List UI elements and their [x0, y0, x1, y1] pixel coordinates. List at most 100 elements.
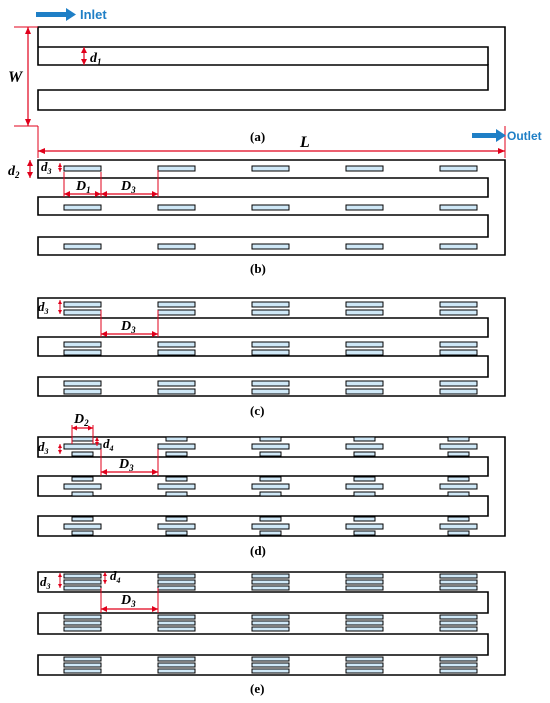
rib: [157, 579, 196, 585]
rib: [251, 243, 290, 250]
rib: [63, 341, 102, 348]
caption-a: (a): [250, 129, 265, 144]
rib: [353, 436, 376, 442]
d3-symbol-b: d: [41, 159, 48, 174]
rib: [165, 530, 188, 536]
rib: [439, 483, 478, 490]
D2-symbol: D: [73, 412, 84, 427]
rib: [157, 341, 196, 348]
rib: [165, 436, 188, 442]
rib: [157, 204, 196, 211]
rib: [71, 491, 94, 497]
rib: [251, 585, 290, 591]
rib: [165, 491, 188, 497]
rib: [259, 436, 282, 442]
ribs-d: [63, 436, 478, 536]
rib: [157, 523, 196, 530]
rib: [157, 309, 196, 316]
d3-symbol-d: d: [38, 439, 45, 454]
outlet-label: Outlet: [507, 129, 542, 143]
svg-text:D3: D3: [118, 457, 134, 473]
rib: [157, 626, 196, 632]
rib: [251, 662, 290, 668]
caption-c: (c): [250, 403, 264, 418]
d3-subscript-e: 3: [46, 582, 51, 591]
panel-d: D2 d3 d4 D3: [37, 412, 506, 558]
rib: [345, 388, 384, 395]
rib: [63, 204, 102, 211]
d3-symbol-e: d: [40, 574, 47, 589]
rib: [439, 243, 478, 250]
rib: [157, 656, 196, 662]
rib: [345, 349, 384, 356]
rib: [447, 516, 470, 522]
D1-symbol: D: [75, 179, 86, 194]
svg-text:d4: d4: [110, 568, 121, 585]
l-label: L: [299, 134, 310, 151]
D2-subscript: 2: [83, 418, 89, 428]
rib: [345, 483, 384, 490]
rib: [165, 476, 188, 482]
rib: [345, 620, 384, 626]
ribs-e: [63, 573, 478, 674]
rib: [345, 309, 384, 316]
svg-text:D3: D3: [120, 593, 136, 609]
rib: [63, 309, 102, 316]
rib: [63, 620, 102, 626]
serpentine-channel-e: [37, 571, 506, 676]
panel-c: d3 D3 (c): [37, 297, 506, 418]
D3-symbol-b: D: [120, 179, 131, 194]
D3-symbol-c: D: [120, 319, 131, 334]
serpentine-channel-c: [37, 297, 506, 397]
rib: [439, 341, 478, 348]
dimension-D1: D1: [63, 172, 102, 197]
rib: [447, 530, 470, 536]
svg-text:D2: D2: [73, 412, 89, 428]
rib: [63, 656, 102, 662]
rib: [345, 579, 384, 585]
dimension-d2: d2: [8, 160, 33, 180]
serpentine-channel-d: [37, 436, 506, 537]
d4-subscript-d: 4: [109, 444, 114, 453]
svg-text:d1: d1: [90, 51, 102, 67]
rib: [157, 301, 196, 308]
rib: [157, 614, 196, 620]
rib: [353, 516, 376, 522]
rib: [259, 516, 282, 522]
dimension-D3-d: D3: [100, 449, 159, 476]
caption-e: (e): [250, 681, 264, 696]
rib: [157, 380, 196, 387]
rib: [345, 443, 384, 450]
rib: [345, 243, 384, 250]
rib: [157, 668, 196, 674]
rib: [259, 451, 282, 457]
rib: [251, 620, 290, 626]
rib: [251, 626, 290, 632]
rib: [63, 349, 102, 356]
svg-text:d3: d3: [41, 159, 52, 176]
rib: [157, 585, 196, 591]
rib: [353, 476, 376, 482]
rib: [439, 165, 478, 172]
dimension-d4-e: d4: [103, 568, 121, 585]
rib: [251, 165, 290, 172]
dimension-l: L: [37, 126, 506, 158]
rib: [439, 668, 478, 674]
dimension-d3-b: d3: [41, 159, 62, 176]
rib: [439, 585, 478, 591]
rib: [345, 626, 384, 632]
rib: [71, 451, 94, 457]
D3-symbol-d: D: [118, 457, 129, 472]
d2-subscript: 2: [14, 170, 20, 180]
serpentine-channel-a: [37, 26, 506, 111]
rib: [345, 573, 384, 579]
rib: [439, 301, 478, 308]
inlet-arrow: Inlet: [36, 7, 107, 22]
dimension-d3-e: d3: [40, 573, 62, 591]
rib: [259, 476, 282, 482]
caption-d: (d): [250, 543, 266, 558]
ribs-c: [63, 301, 478, 395]
dimension-D3-b: D3: [101, 170, 159, 197]
d3-symbol-c: d: [38, 299, 45, 314]
